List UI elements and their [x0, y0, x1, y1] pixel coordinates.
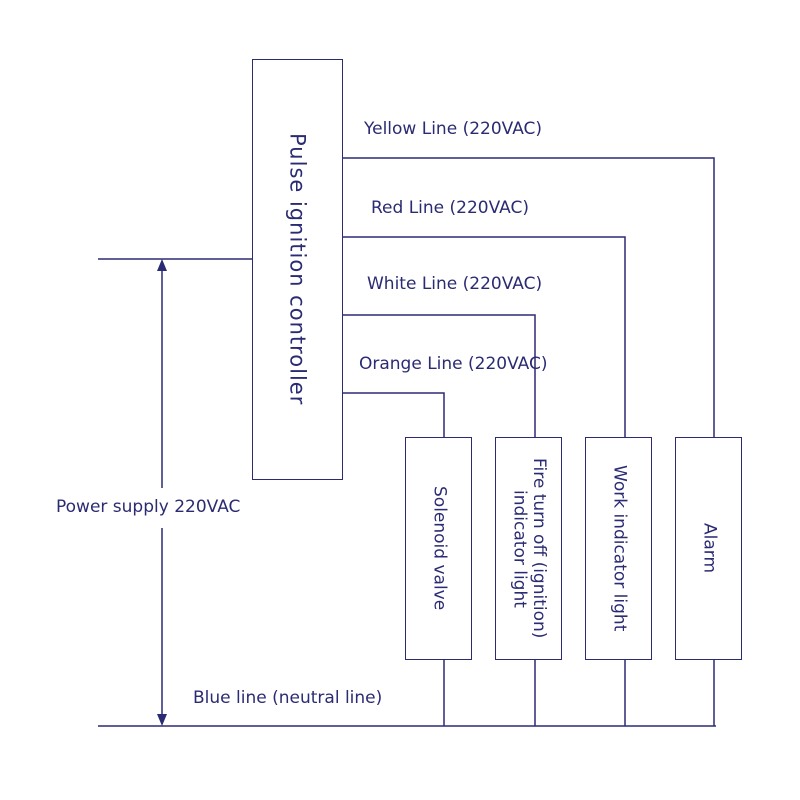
red-line-label: Red Line (220VAC) [371, 198, 529, 218]
orange-wire [343, 392, 445, 437]
solenoid-valve-label: Solenoid valve [429, 486, 450, 611]
blue-line-label: Blue line (neutral line) [193, 688, 383, 708]
arrow-down-icon [157, 714, 167, 726]
orange-line-label: Orange Line (220VAC) [359, 354, 548, 374]
work-indicator-light-box: Work indicator light [585, 437, 652, 660]
fire-indicator-light-label: Fire turn off (ignition) indicator light [509, 458, 550, 639]
arrow-up-icon [157, 259, 167, 271]
red-wire [343, 236, 626, 437]
work-indicator-light-label: Work indicator light [609, 465, 630, 632]
yellow-line-label: Yellow Line (220VAC) [364, 119, 543, 139]
alarm-label: Alarm [699, 523, 720, 574]
controller-label: Pulse ignition controller [285, 133, 310, 406]
fire-indicator-light-box: Fire turn off (ignition) indicator light [495, 437, 562, 660]
white-wire [343, 314, 536, 437]
white-line-label: White Line (220VAC) [367, 274, 543, 294]
pulse-ignition-controller: Pulse ignition controller [252, 59, 343, 480]
yellow-wire [343, 157, 715, 437]
label-gap [40, 488, 280, 528]
solenoid-valve-box: Solenoid valve [405, 437, 472, 660]
alarm-box: Alarm [675, 437, 742, 660]
power-supply-label: Power supply 220VAC [56, 497, 241, 517]
